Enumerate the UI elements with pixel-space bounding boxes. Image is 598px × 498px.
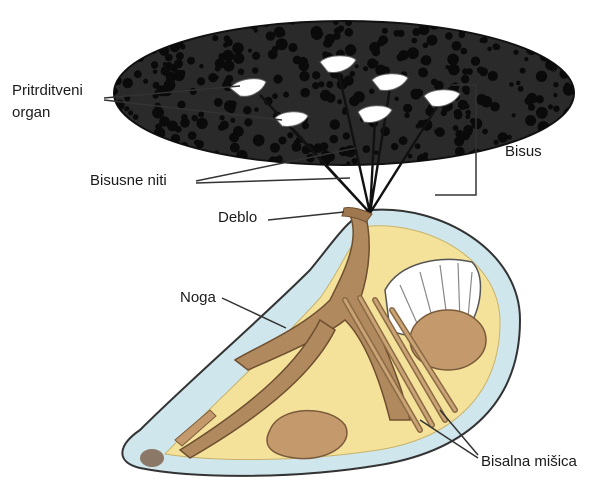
byssal-muscles-label: Bisalna mišica xyxy=(481,453,577,471)
byssal-threads-label: Bisusne niti xyxy=(90,172,167,190)
attachment-organ-label-line1: Pritrditveni xyxy=(12,80,83,102)
byssus-label: Bisus xyxy=(505,143,542,161)
foot-label: Noga xyxy=(180,289,216,307)
stem-label: Deblo xyxy=(218,209,257,227)
attachment-organ-label: Pritrditveni organ xyxy=(12,80,83,124)
attachment-organ-label-line2: organ xyxy=(12,102,83,124)
